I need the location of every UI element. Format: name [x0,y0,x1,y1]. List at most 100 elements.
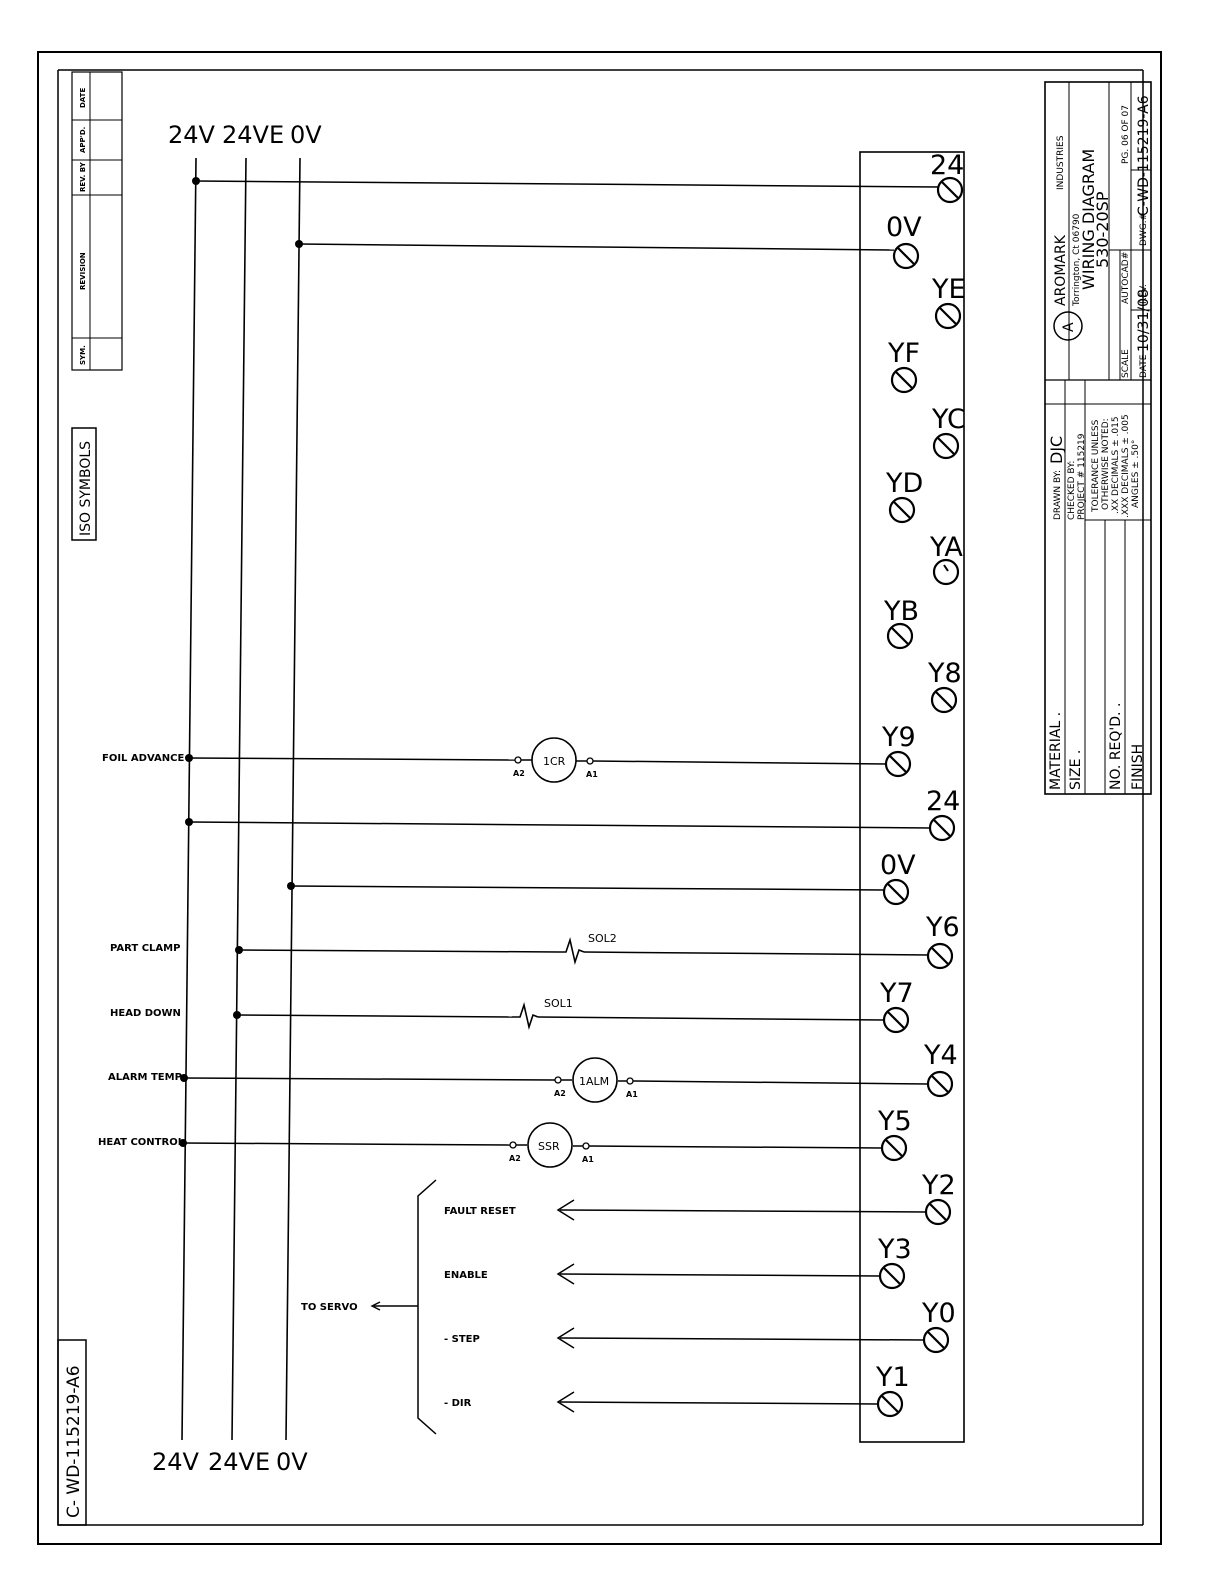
alarm-1alm: 1ALM A2 A1 [554,1057,638,1103]
terminal-yc: YC [931,404,966,460]
relay-1cr-label: 1CR [543,755,566,768]
bus-rail-0v [285,157,301,1441]
terminal-y8: Y8 [927,658,962,714]
signal-heat-control: HEAT CONTROL [98,1137,185,1148]
sheet-border [37,51,1162,1545]
terminal-0v-a: 0V [886,212,922,270]
terminal-y2: Y2 [921,1170,956,1226]
to-servo-arrowhead [370,1301,381,1311]
terminal-label: Y2 [921,1170,956,1201]
terminal-y9: Y9 [881,722,916,778]
relay-1cr-pin-a2: A2 [513,769,525,778]
terminal-strip [859,151,965,1443]
signal-enable: ENABLE [444,1270,488,1281]
scale-label: SCALE [1121,349,1131,378]
terminal-24-b: 24 [926,786,960,842]
terminal-y1: Y1 [875,1362,910,1418]
terminal-label: YD [885,468,923,499]
date-value: 10/31/08 [1136,289,1152,352]
tolerance-line-3: .XX DECIMALS ± .015 [1111,416,1121,514]
company-logo-letter: A [1061,322,1077,332]
terminal-yb: YB [883,596,919,650]
circuit-heat-control [179,1139,883,1150]
terminal-label: 24 [926,786,960,817]
terminal-label: 0V [886,212,922,243]
rev-revision-header: REVISION [79,252,87,290]
rev-by-header: REV. BY [79,161,87,192]
circuit-part-clamp [235,937,929,965]
checked-by-label: CHECKED BY: [1067,461,1077,520]
terminal-label: YA [929,532,963,563]
tolerance-line-5: ANGLES ± .50° [1131,440,1141,508]
rev-date-header: DATE [79,88,87,108]
company-name: AROMARK [1053,234,1069,306]
terminal-y5: Y5 [877,1106,912,1162]
signal-head-down: HEAD DOWN [110,1008,181,1019]
wire-enable [556,1263,881,1285]
signal-step: - STEP [444,1334,480,1345]
terminal-label: YE [931,274,966,305]
rev-appd-header: APP'D. [79,127,87,153]
terminal-label: 0V [880,850,916,881]
terminal-label: 24 [930,150,964,181]
signal-dir: - DIR [444,1398,472,1409]
terminal-label: Y9 [881,722,916,753]
terminal-label: Y8 [927,658,962,689]
servo-brace [417,1179,437,1435]
terminal-0v-b: 0V [880,850,916,906]
bus-label-24v-bottom: 24V [152,1448,200,1476]
terminal-label: Y5 [877,1106,912,1137]
terminal-label: Y6 [925,912,960,943]
company-logo-icon [1053,311,1083,341]
relay-ssr: SSR A2 A1 [509,1122,594,1168]
terminal-yd: YD [885,468,923,524]
solenoid-sol1-label: SOL1 [544,997,573,1010]
iso-symbols-label: ISO SYMBOLS [78,441,94,536]
terminal-y0: Y0 [921,1298,956,1354]
terminal-label: Y1 [875,1362,910,1393]
tolerance-line-4: .XXX DECIMALS ± .005 [1121,414,1131,518]
side-dwg-box [57,1339,87,1526]
drawing-model: 530-20SP [1093,191,1112,268]
rev-label: REV. [1139,284,1149,304]
no-reqd-label: NO. REQ'D. . [1108,703,1124,790]
terminal-yf: YF [887,338,920,394]
signal-to-servo: TO SERVO [301,1302,358,1313]
terminal-y3: Y3 [877,1234,912,1290]
bus-rail-24ve [231,157,247,1441]
side-drawing-number: C- WD-115219-A6 [64,1365,84,1518]
wire-0v-to-terminal-0va [295,240,895,251]
finish-label: FINISH [1130,744,1146,790]
circuit-head-down [233,1002,885,1030]
wire-24v-to-terminal-24b [185,818,931,829]
terminal-ya: YA [929,532,963,586]
date-label: DATE [1139,354,1149,378]
wire-24v-to-terminal-24a [192,177,939,188]
bus-rail-24v [181,157,197,1441]
company-suffix: INDUSTRIES [1056,135,1066,190]
terminal-label: Y0 [921,1298,956,1329]
bus-label-24ve-top: 24VE [222,121,284,149]
iso-symbols-box [71,427,97,541]
terminal-24-a: 24 [930,150,964,204]
tolerance-line-2: OTHERWISE NOTED: [1101,418,1111,510]
wire-dir [556,1391,879,1413]
drawn-by-label: DRAWN BY: [1053,470,1063,520]
terminal-ye: YE [931,274,966,330]
circuit-alarm-temp [180,1074,929,1085]
relay-1cr: 1CR A2 A1 [513,737,598,783]
relay-ssr-label: SSR [538,1140,560,1153]
terminal-y7: Y7 [879,978,914,1034]
terminal-label: YC [931,404,966,435]
drawn-by-value: DJC [1047,436,1066,464]
rev-sym-header: SYM. [79,345,87,365]
tolerance-line-1: TOLERANCE UNLESS [1091,419,1101,513]
signal-fault-reset: FAULT RESET [444,1206,516,1217]
terminal-label: Y4 [923,1040,958,1071]
terminal-label: YF [887,338,920,369]
company-location: Torrington, Ct 06790 [1072,213,1082,307]
terminal-label: YB [883,596,919,627]
terminal-label: Y7 [879,978,914,1009]
bus-label-24ve-bottom: 24VE [208,1448,270,1476]
